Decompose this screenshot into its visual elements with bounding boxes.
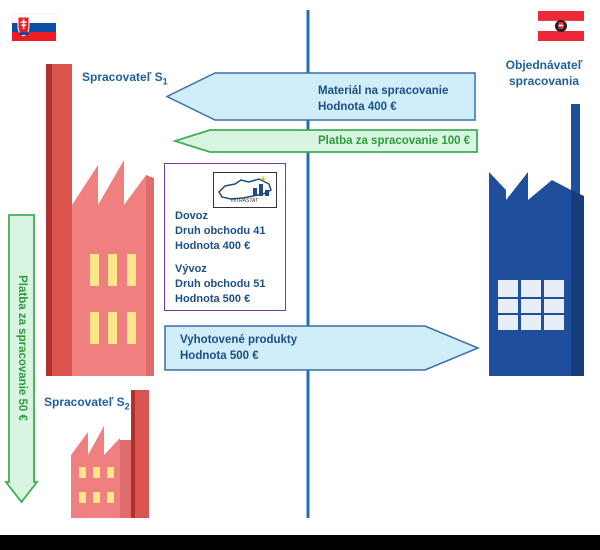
factory-orderer [489, 104, 584, 376]
legend-export-value: Hodnota 500 € [175, 293, 251, 305]
arrow-products-line1: Vyhotovené produkty [180, 334, 298, 346]
arrow-products-line2: Hodnota 500 € [180, 350, 259, 362]
orderer-line2: spracovania [508, 74, 580, 88]
legend-import-title: Dovoz [175, 210, 208, 222]
legend-export-type: Druh obchodu 51 [175, 278, 266, 290]
arrow-products-text: Vyhotovené produkty Hodnota 500 € [180, 332, 297, 364]
arrow-payment-text: Platba za spracovanie 100 € [318, 135, 471, 147]
orderer-label: Objednávateľ spracovania [494, 57, 594, 89]
arrow-vertical-text: Platba za spracovanie 50 € [15, 275, 28, 421]
legend-import-value: Hodnota 400 € [175, 240, 251, 252]
arrow-material [165, 72, 476, 121]
arrow-vertical-payment [4, 214, 39, 504]
legend-content: Dovoz Druh obchodu 41 Hodnota 400 € Vývo… [175, 209, 265, 307]
intrastat-logo-text: INTRASTAT [231, 198, 259, 204]
arrow-payment [171, 129, 478, 153]
legend-export-title: Vývoz [175, 263, 207, 275]
intrastat-logo: INTRASTAT [213, 172, 277, 208]
intrastat-legend-box: INTRASTAT Dovoz Druh obchodu 41 Hodnota … [164, 163, 286, 311]
arrow-material-line2: Hodnota 400 € [318, 101, 397, 113]
factory-s2 [71, 390, 149, 518]
processor-s2-sub: 2 [124, 401, 130, 412]
arrow-products [164, 325, 480, 371]
slovakia-flag-icon [11, 13, 57, 41]
processor-s1-text: Spracovateľ S [82, 70, 163, 84]
arrow-material-text: Materiál na spracovanie Hodnota 400 € [318, 83, 448, 115]
bottom-bar [0, 535, 600, 550]
austria-flag-icon [537, 11, 585, 41]
processor-s1-sub: 1 [162, 76, 168, 87]
factory-s1 [46, 64, 154, 376]
processor-s2-text: Spracovateľ S [44, 395, 125, 409]
processor-s1-label: Spracovateľ S1 [82, 69, 168, 89]
orderer-line1: Objednávateľ [505, 58, 583, 72]
legend-import-type: Druh obchodu 41 [175, 225, 266, 237]
arrow-material-line1: Materiál na spracovanie [318, 85, 449, 97]
processor-s2-label: Spracovateľ S2 [44, 394, 130, 414]
